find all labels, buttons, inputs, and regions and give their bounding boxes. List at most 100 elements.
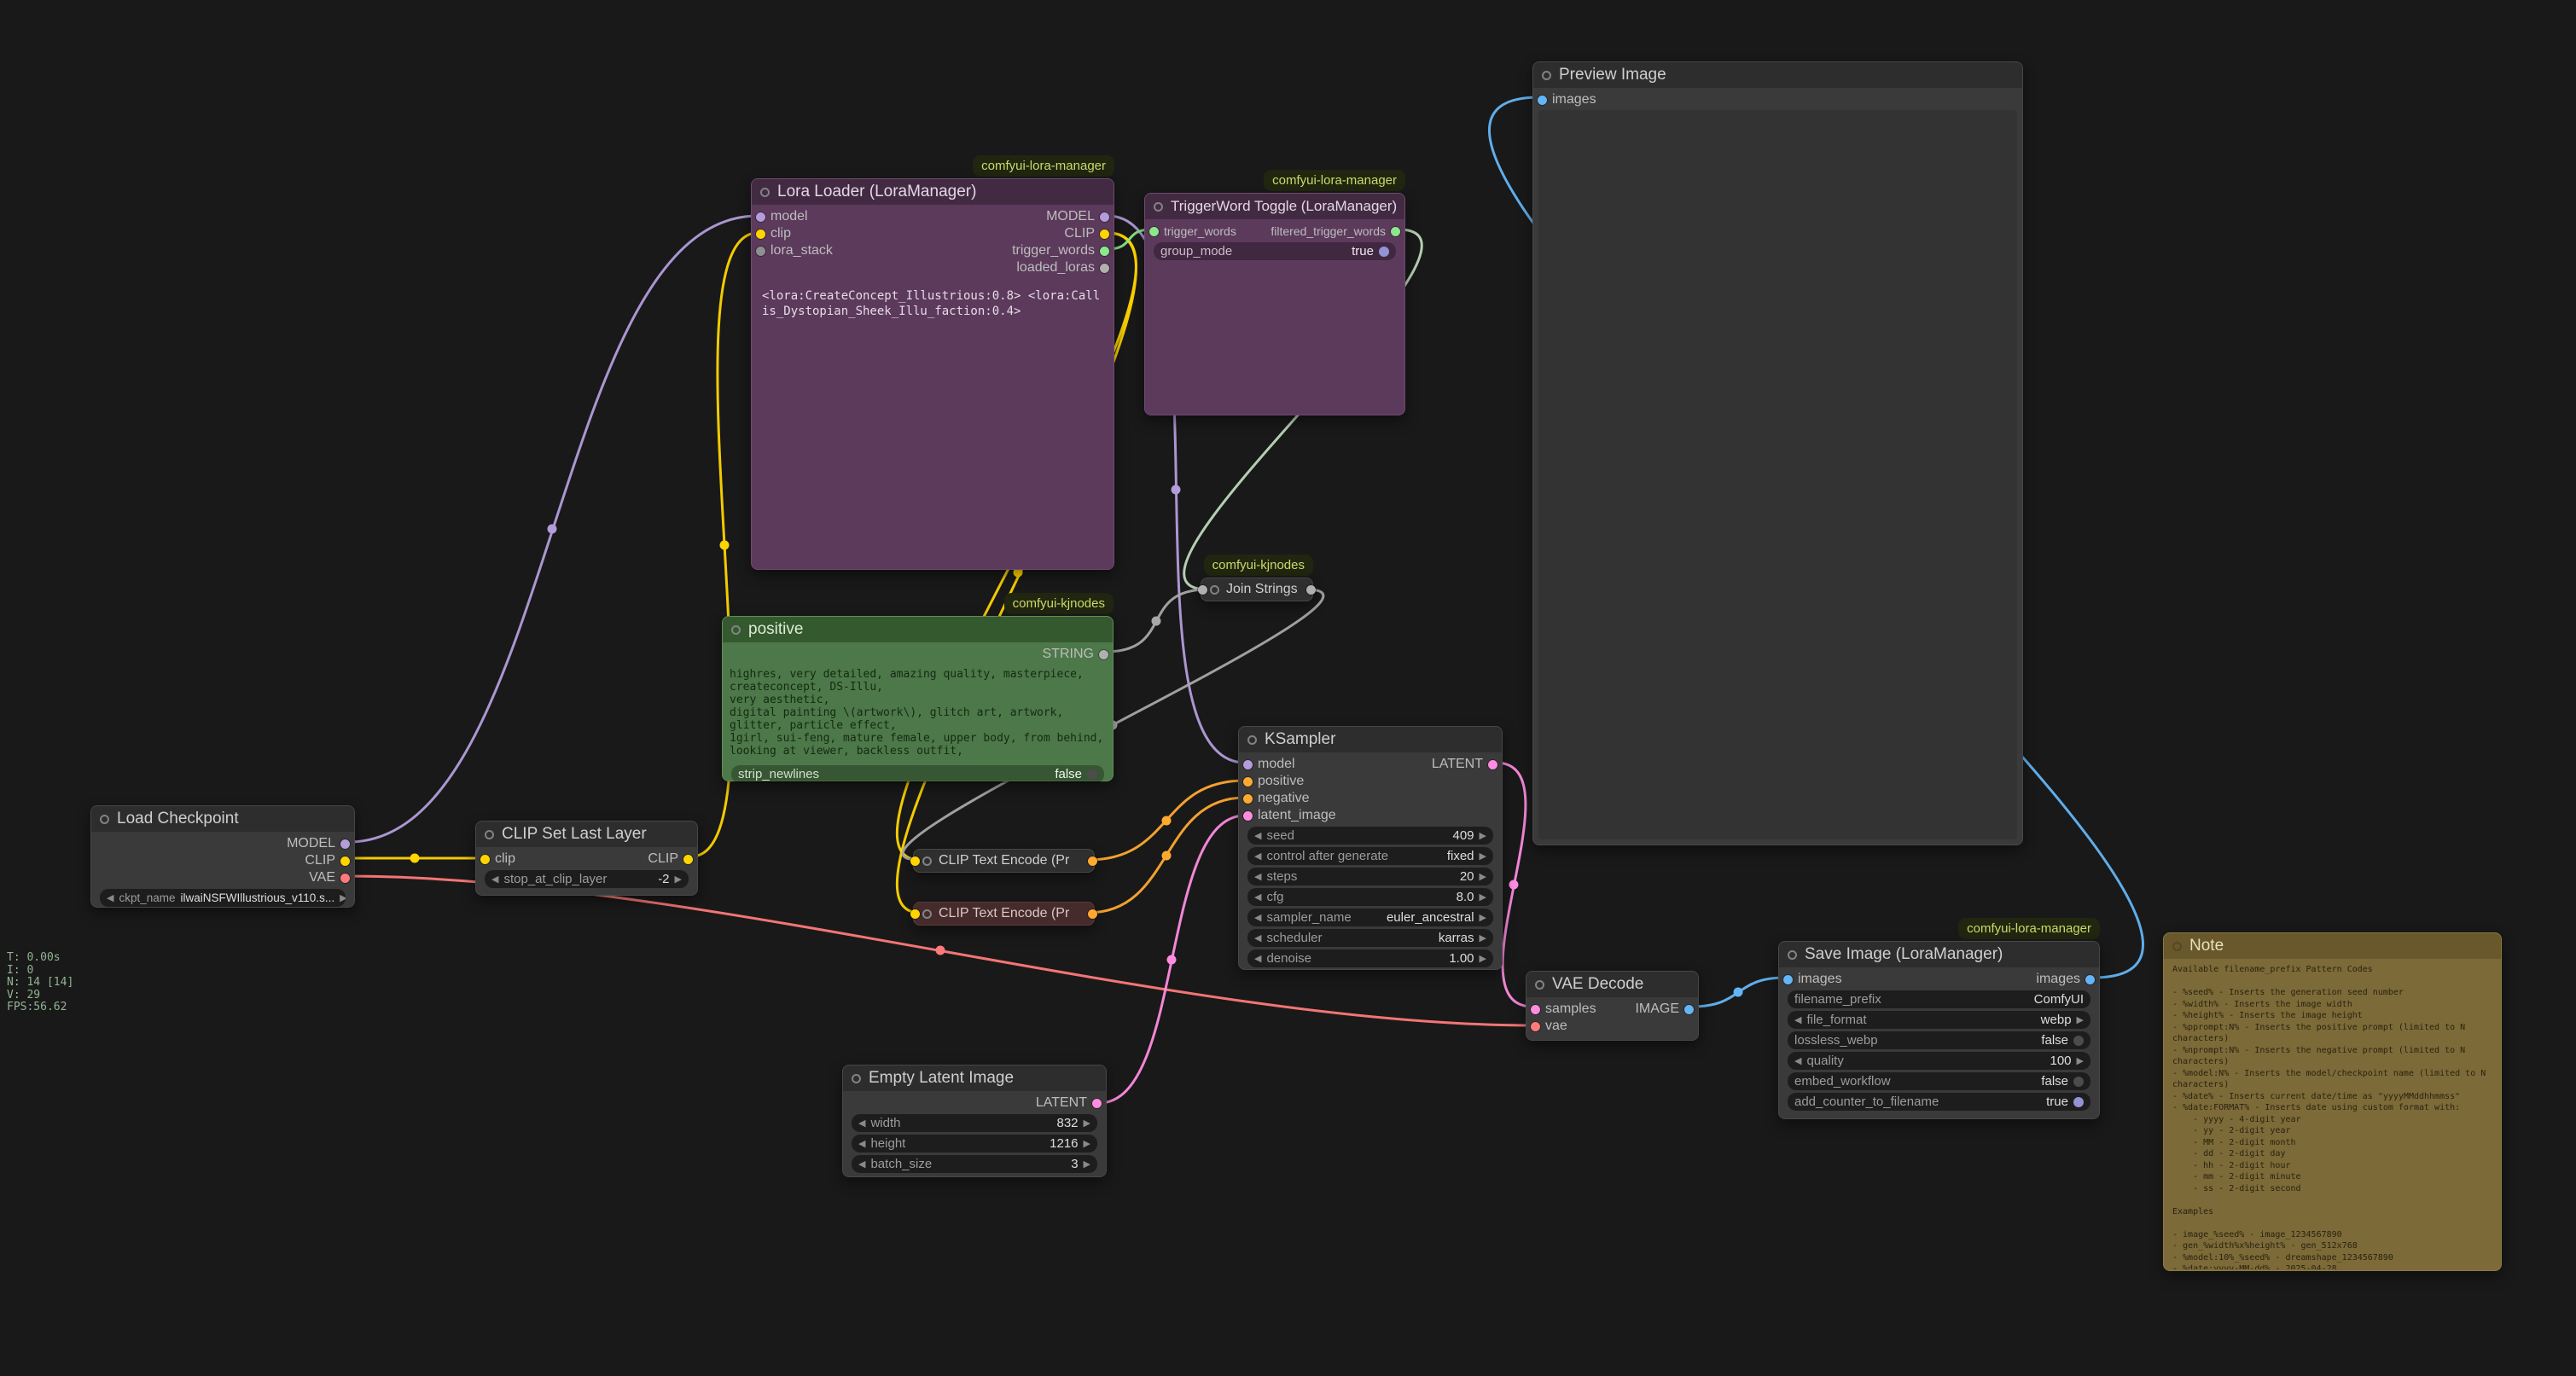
input-slot-model[interactable] (1243, 759, 1253, 769)
widget-file-format[interactable]: ◀ file_format webp ▶ (1788, 1011, 2090, 1029)
decrement-arrow-icon[interactable]: ◀ (858, 1118, 866, 1129)
input-slot-latent-image[interactable] (1243, 810, 1253, 821)
widget-control-after-generate[interactable]: ◀ control after generate fixed ▶ (1247, 847, 1493, 865)
toggle-knob-icon[interactable] (1379, 246, 1389, 257)
widget-embed-workflow[interactable]: embed_workflow false (1788, 1072, 2090, 1090)
collapse-dot-icon[interactable] (922, 856, 932, 866)
widget-batch-size[interactable]: ◀ batch_size 3 ▶ (852, 1155, 1097, 1173)
input-slot-images[interactable] (1538, 95, 1547, 105)
node-title-bar[interactable]: positive (723, 617, 1113, 642)
widget-seed[interactable]: ◀ seed 409 ▶ (1247, 827, 1493, 845)
widget-stop-at-clip-layer[interactable]: ◀ stop_at_clip_layer -2 ▶ (485, 870, 689, 888)
output-slot-conditioning[interactable] (1088, 909, 1097, 919)
toggle-knob-icon[interactable] (2073, 1096, 2084, 1107)
collapse-dot-icon[interactable] (1535, 979, 1544, 990)
widget-sampler-name[interactable]: ◀ sampler_name euler_ancestral ▶ (1247, 909, 1493, 926)
output-slot-filtered-trigger-words[interactable] (1391, 226, 1400, 236)
node-title-bar[interactable]: CLIP Set Last Layer (476, 822, 697, 847)
output-slot-loaded-loras[interactable] (1100, 263, 1109, 273)
node-title-bar[interactable]: Load Checkpoint (91, 806, 354, 832)
lora-text-area[interactable]: <lora:CreateConcept_Illustrious:0.8> <lo… (762, 289, 1101, 318)
widget-lossless-webp[interactable]: lossless_webp false (1788, 1031, 2090, 1049)
output-slot-clip[interactable] (340, 856, 350, 866)
output-slot-model[interactable] (1100, 212, 1109, 222)
increment-arrow-icon[interactable]: ▶ (674, 874, 682, 885)
decrement-arrow-icon[interactable]: ◀ (1254, 851, 1262, 862)
increment-arrow-icon[interactable]: ▶ (1479, 872, 1486, 882)
widget-denoise[interactable]: ◀ denoise 1.00 ▶ (1247, 949, 1493, 967)
node-title-bar[interactable]: VAE Decode (1526, 972, 1698, 997)
increment-arrow-icon[interactable]: ▶ (1083, 1159, 1090, 1170)
collapse-dot-icon[interactable] (2172, 941, 2182, 951)
node-vae-decode[interactable]: VAE Decode samples IMAGE vae (1526, 971, 1699, 1041)
prompt-text-area[interactable]: highres, very detailed, amazing quality,… (730, 668, 1104, 758)
decrement-arrow-icon[interactable]: ◀ (107, 893, 114, 903)
increment-arrow-icon[interactable]: ▶ (1083, 1139, 1090, 1149)
node-title-bar[interactable]: Preview Image (1533, 62, 2022, 88)
node-empty-latent-image[interactable]: Empty Latent Image LATENT ◀ width 832 ▶ … (842, 1065, 1107, 1177)
decrement-arrow-icon[interactable]: ◀ (858, 1159, 866, 1170)
widget-height[interactable]: ◀ height 1216 ▶ (852, 1135, 1097, 1152)
output-slot-trigger-words[interactable] (1100, 246, 1109, 256)
increment-arrow-icon[interactable]: ▶ (1479, 851, 1486, 862)
widget-cfg[interactable]: ◀ cfg 8.0 ▶ (1247, 888, 1493, 906)
node-title-bar[interactable]: KSampler (1239, 727, 1502, 752)
input-slot-negative[interactable] (1243, 793, 1253, 804)
input-slot-trigger-words[interactable] (1149, 226, 1159, 236)
node-title-bar[interactable]: Note (2164, 933, 2501, 959)
increment-arrow-icon[interactable]: ▶ (1479, 913, 1486, 923)
widget-strip-newlines[interactable]: strip_newlines false (731, 765, 1104, 783)
node-triggerword-toggle[interactable]: TriggerWord Toggle (LoraManager) trigger… (1144, 193, 1405, 415)
node-title-bar[interactable]: Lora Loader (LoraManager) (752, 179, 1114, 205)
collapse-dot-icon[interactable] (731, 624, 741, 635)
increment-arrow-icon[interactable]: ▶ (340, 893, 346, 903)
decrement-arrow-icon[interactable]: ◀ (1794, 1056, 1802, 1066)
node-clip-set-last-layer[interactable]: CLIP Set Last Layer clip CLIP ◀ stop_at_… (475, 821, 698, 896)
increment-arrow-icon[interactable]: ▶ (1479, 892, 1486, 903)
node-note[interactable]: Note Available filename_prefix Pattern C… (2163, 932, 2502, 1271)
output-slot-clip[interactable] (683, 854, 693, 864)
decrement-arrow-icon[interactable]: ◀ (858, 1139, 866, 1149)
collapse-dot-icon[interactable] (1210, 584, 1219, 595)
increment-arrow-icon[interactable]: ▶ (1479, 954, 1486, 964)
output-slot-latent[interactable] (1488, 759, 1497, 769)
output-slot-string[interactable] (1306, 584, 1316, 595)
decrement-arrow-icon[interactable]: ◀ (1254, 954, 1262, 964)
collapse-dot-icon[interactable] (922, 909, 932, 919)
input-slot-lora-stack[interactable] (756, 246, 765, 256)
output-slot-string[interactable] (1099, 649, 1108, 659)
input-slot-model[interactable] (756, 212, 765, 222)
input-slot-clip[interactable] (480, 854, 490, 864)
node-title-bar[interactable]: TriggerWord Toggle (LoraManager) (1145, 194, 1404, 219)
output-slot-latent[interactable] (1092, 1098, 1102, 1108)
toggle-knob-icon[interactable] (2073, 1076, 2084, 1087)
widget-filename-prefix[interactable]: filename_prefix ComfyUI (1788, 990, 2090, 1008)
node-clip-text-encode-negative[interactable]: CLIP Text Encode (Pr (910, 902, 1097, 926)
output-slot-model[interactable] (340, 839, 350, 849)
widget-ckpt-name[interactable]: ◀ ckpt_name ilwaiNSFWIllustrious_v110.s.… (100, 889, 346, 907)
node-preview-image[interactable]: Preview Image images (1532, 61, 2023, 845)
widget-quality[interactable]: ◀ quality 100 ▶ (1788, 1052, 2090, 1070)
widget-scheduler[interactable]: ◀ scheduler karras ▶ (1247, 929, 1493, 947)
collapse-dot-icon[interactable] (1542, 70, 1551, 80)
note-text-area[interactable]: Available filename_prefix Pattern Codes … (2172, 965, 2486, 1269)
input-slot-positive[interactable] (1243, 776, 1253, 787)
increment-arrow-icon[interactable]: ▶ (1479, 831, 1486, 841)
decrement-arrow-icon[interactable]: ◀ (1794, 1015, 1802, 1025)
toggle-knob-icon[interactable] (1087, 769, 1097, 780)
widget-width[interactable]: ◀ width 832 ▶ (852, 1114, 1097, 1132)
decrement-arrow-icon[interactable]: ◀ (1254, 872, 1262, 882)
decrement-arrow-icon[interactable]: ◀ (1254, 892, 1262, 903)
output-slot-image[interactable] (1684, 1004, 1694, 1014)
increment-arrow-icon[interactable]: ▶ (1479, 933, 1486, 943)
decrement-arrow-icon[interactable]: ◀ (1254, 831, 1262, 841)
node-clip-text-encode-positive[interactable]: CLIP Text Encode (Pr (910, 849, 1097, 873)
node-positive-prompt[interactable]: positive STRING highres, very detailed, … (722, 616, 1114, 783)
input-slot-clip[interactable] (910, 856, 920, 866)
node-load-checkpoint[interactable]: Load Checkpoint MODEL CLIP VAE ◀ ckpt_na… (90, 805, 355, 908)
collapse-dot-icon[interactable] (485, 829, 494, 839)
collapse-dot-icon[interactable] (1154, 201, 1163, 212)
increment-arrow-icon[interactable]: ▶ (1083, 1118, 1090, 1129)
output-slot-vae[interactable] (340, 873, 350, 883)
node-title-bar[interactable]: Save Image (LoraManager) (1779, 942, 2099, 967)
